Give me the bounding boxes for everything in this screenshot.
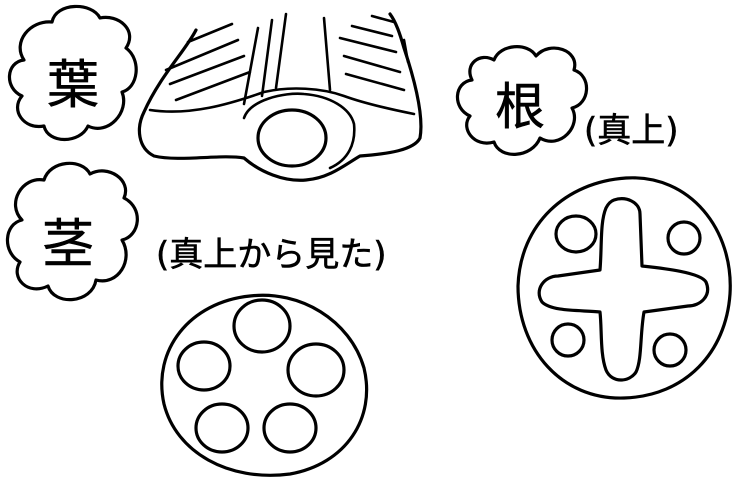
- root-cross-section: [516, 176, 732, 400]
- leaf-label: 葉: [47, 56, 99, 116]
- leaf-cloud-icon: [7, 4, 138, 141]
- root-xylem-cross: [537, 197, 710, 382]
- stem-vascular-bundle-top: [232, 298, 292, 354]
- stem-cloud-icon: [5, 161, 139, 302]
- root-label: 根: [495, 78, 545, 136]
- root-note: (真上): [584, 111, 679, 151]
- leaf-midrib: [242, 92, 356, 170]
- leaf-outline: [137, 12, 423, 182]
- leaf-hatch-right: [322, 14, 410, 92]
- stem-outline: [160, 293, 369, 477]
- root-phloem-top-left: [554, 214, 598, 254]
- root-phloem-bottom-right: [652, 332, 688, 368]
- root-phloem-bottom-left: [550, 322, 586, 358]
- root-label-group: 根 (真上): [455, 45, 679, 156]
- leaf-upper-surface: [148, 87, 416, 116]
- leaf-label-group: 葉: [7, 4, 138, 141]
- root-outline: [516, 176, 732, 400]
- stem-vascular-bundle-left: [176, 340, 232, 392]
- leaf-hatch-left: [164, 12, 288, 106]
- leaf-cross-section: [137, 12, 423, 182]
- leaf-vascular-bundle: [256, 108, 328, 168]
- stem-label-group: 茎 (真上から見た): [5, 161, 387, 302]
- stem-cross-section: [160, 293, 369, 477]
- stem-label: 茎: [42, 215, 94, 275]
- stem-vascular-bundle-bottom-left: [194, 402, 250, 454]
- stem-note: (真上から見た): [156, 235, 387, 275]
- root-phloem-top-right: [666, 220, 702, 256]
- stem-vascular-bundle-bottom-right: [262, 402, 318, 454]
- root-cloud-icon: [455, 45, 589, 156]
- stem-vascular-bundle-right: [286, 342, 346, 398]
